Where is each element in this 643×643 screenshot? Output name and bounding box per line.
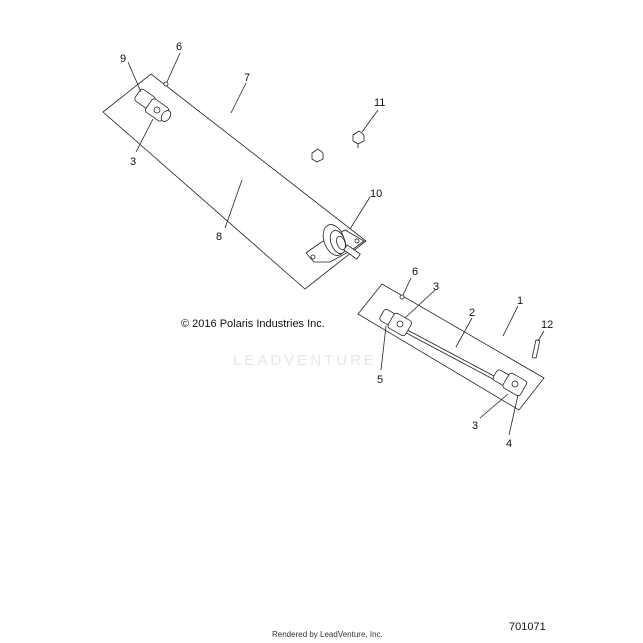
diagram-number: 701071 (509, 621, 546, 633)
front-prop-shaft (403, 328, 501, 383)
bolt-upper (352, 130, 365, 148)
carrier-bearing (305, 224, 365, 263)
rear-prop-shaft (164, 116, 323, 237)
lower-assembly-outline (357, 283, 545, 411)
upper-assembly-outline (102, 73, 367, 290)
grease-fitting-upper (163, 81, 169, 87)
callout-labels: 6 9 3 7 8 11 10 6 3 2 1 12 5 3 4 (120, 41, 553, 450)
callout-9: 9 (120, 53, 126, 65)
lower-left-u-joint (379, 309, 412, 337)
lower-right-u-joint (492, 369, 527, 397)
callout-6-upper: 6 (176, 41, 182, 53)
callout-11: 11 (374, 97, 385, 109)
copyright-notice: © 2016 Polaris Industries Inc. (181, 318, 325, 330)
rendered-by-credit: Rendered by LeadVenture, Inc. (272, 630, 383, 639)
callout-4: 4 (506, 438, 512, 450)
callout-3-lower-right: 3 (472, 420, 478, 432)
callout-6-lower: 6 (412, 266, 418, 278)
roll-pin (531, 339, 541, 359)
callout-1: 1 (517, 295, 523, 307)
callout-3-upper: 3 (130, 156, 136, 168)
watermark: LEADVENTURE (233, 352, 377, 369)
callout-8: 8 (216, 231, 222, 243)
callout-2: 2 (469, 307, 475, 319)
callout-3-lower-left: 3 (433, 281, 439, 293)
callout-7: 7 (244, 72, 250, 84)
upper-u-joint (134, 88, 172, 122)
grease-fitting-lower (399, 294, 405, 300)
callout-10: 10 (370, 188, 382, 200)
callout-12: 12 (541, 319, 553, 331)
leader-lines (127, 52, 545, 436)
bolt-lower (311, 148, 324, 163)
callout-5: 5 (377, 374, 383, 386)
